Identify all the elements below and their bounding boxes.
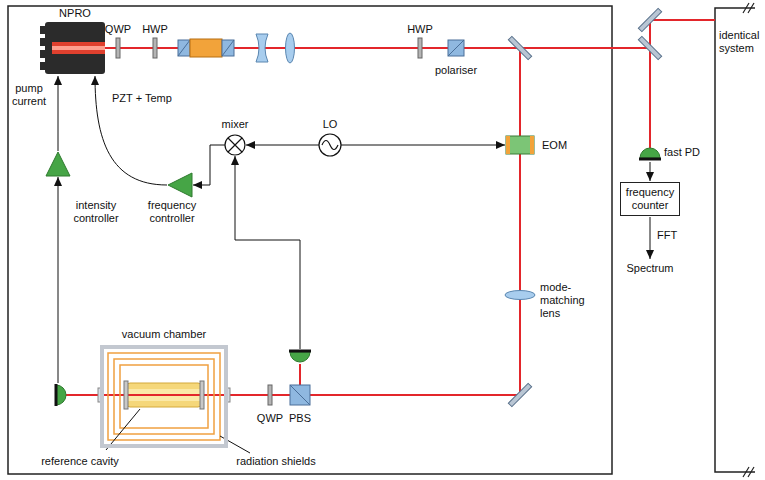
enclosure-box (8, 6, 612, 474)
component-label: QWP (257, 412, 283, 425)
photodiode-base (639, 158, 661, 161)
signal-label: PZT + Temp (112, 92, 172, 105)
waveplate (116, 38, 120, 58)
output-label: Spectrum (626, 262, 673, 275)
isolator-polariser (222, 40, 234, 56)
signal-wire (246, 145, 319, 146)
leader-line (106, 409, 140, 450)
identical-system-bracket (715, 8, 755, 472)
component-label: fast PD (664, 146, 700, 159)
signal-wire (235, 156, 300, 349)
eom-electrode (530, 136, 534, 154)
photodiode (640, 148, 660, 158)
laser-beam (66, 48, 520, 395)
node-text: frequency counter (624, 186, 676, 212)
faraday-rotator (190, 39, 222, 57)
eom-electrode (506, 136, 510, 154)
sine-wave (322, 141, 338, 150)
component-label: NPRO (59, 7, 91, 20)
cavity-highlight (127, 389, 201, 401)
mode-matching-lens (505, 291, 535, 300)
concave-lens (256, 34, 268, 62)
laser-beam (520, 48, 650, 148)
component-label: HWP (142, 23, 168, 36)
break-mark (743, 3, 754, 477)
waveplate (268, 385, 272, 405)
signal-wire (650, 162, 651, 181)
component-label: HWP (407, 23, 433, 36)
signal-label: pump current (5, 82, 53, 108)
system-label: identical system (719, 29, 765, 55)
laser-crystal-glow (52, 46, 105, 50)
vacuum-chamber: vacuum chamber (100, 345, 228, 448)
waveplate (153, 38, 157, 58)
photodiode (56, 385, 66, 405)
beam-splitter (508, 36, 531, 59)
counter-box: frequency counter (620, 182, 680, 216)
cube-diagonal (222, 40, 234, 56)
component-label: intensity controller (64, 199, 128, 225)
signal-wire (58, 177, 59, 383)
photodiode-base (289, 350, 311, 353)
controller-triangle (46, 152, 70, 176)
cavity-mirror (200, 381, 204, 409)
component-label: EOM (542, 139, 567, 152)
component-label: mixer (222, 118, 249, 131)
mirror (638, 8, 661, 31)
signal-wire (58, 76, 59, 151)
photodiode-base (55, 384, 58, 406)
component-label: mode-matching lens (540, 281, 602, 320)
isolator-polariser (178, 40, 190, 56)
laser-crystal (52, 42, 105, 54)
signal-label: FFT (657, 229, 677, 242)
mixer-symbol (225, 135, 245, 155)
polariser-cube (448, 40, 464, 56)
mixer-cross (228, 138, 242, 152)
waveplate (418, 38, 422, 58)
cube-diagonal (290, 385, 310, 405)
beam-splitter (638, 36, 661, 59)
component-label: radiation shields (236, 455, 316, 468)
component-label: frequency controller (136, 199, 208, 225)
component-label: polariser (435, 64, 477, 77)
component-label: LO (323, 118, 338, 131)
photodiode (290, 352, 310, 362)
radiation-shield (120, 365, 208, 428)
convex-lens (286, 33, 295, 63)
signal-wire (193, 145, 225, 185)
reference-cavity (127, 383, 201, 407)
component-label: reference cavity (41, 455, 119, 468)
node-text: vacuum chamber (84, 328, 244, 341)
cube-diagonal (448, 40, 464, 56)
eom (506, 136, 534, 154)
cavity-beam (127, 394, 201, 396)
cavity-mirror (124, 381, 128, 409)
component-label: PBS (289, 412, 311, 425)
cube-diagonal (178, 40, 190, 56)
npro-laser (45, 22, 105, 74)
signal-wire (650, 217, 651, 259)
component-label: QWP (105, 23, 131, 36)
pbs-cube (290, 385, 310, 405)
oscillator-symbol (319, 134, 341, 156)
signal-wire (341, 145, 505, 146)
mirror (508, 383, 531, 406)
laser-beam (650, 20, 715, 48)
controller-triangle (168, 173, 192, 197)
